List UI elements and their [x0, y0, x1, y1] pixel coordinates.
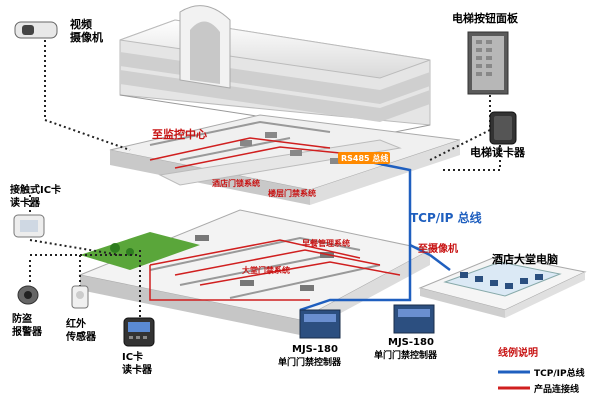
- zone-hotel-door: 酒店门锁系统: [212, 178, 260, 188]
- to-camera-label: 至摄像机: [418, 242, 458, 255]
- alarm-label-2: 报警器: [12, 325, 43, 338]
- video-camera-label-2: 摄像机: [70, 30, 103, 44]
- floor-reader-label-2: 读卡器: [10, 196, 41, 209]
- mjs-controller-right-icon: [393, 304, 435, 334]
- product-lines: [149, 137, 401, 301]
- monitor-center-label: 至监控中心: [152, 127, 207, 141]
- middle-floor: [109, 114, 461, 205]
- desk-1: [240, 140, 252, 146]
- ic-reader-icon: [123, 317, 155, 347]
- building-top: [119, 5, 431, 136]
- mjs-left-label-2: 单门门禁控制器: [278, 356, 342, 368]
- alarm-label-1: 防盗: [12, 312, 32, 325]
- video-camera-icon: [14, 21, 58, 39]
- mjs-right-label-2: 单门门禁控制器: [374, 349, 438, 361]
- elevator-panel-label: 电梯按钮面板: [452, 11, 519, 25]
- mjs-right-label-1: MJS-180: [388, 337, 434, 348]
- mjs-controller-left-icon: [299, 309, 341, 339]
- legend: 线例说明 TCP/IP总线 产品连接线: [498, 346, 585, 395]
- desk-4: [265, 132, 277, 138]
- legend-product-label: 产品连接线: [534, 383, 579, 395]
- contact-ic-reader-icon: [13, 214, 45, 238]
- floor-reader-label-1: 接触式IC卡: [10, 183, 61, 196]
- legend-tcp-label: TCP/IP总线: [534, 367, 585, 379]
- infrared-label-1: 红外: [66, 317, 86, 330]
- ic-reader-label-1: IC卡: [122, 350, 143, 363]
- infrared-label-2: 传感器: [65, 330, 97, 343]
- lobby-pc-label: 酒店大堂电脑: [492, 252, 558, 266]
- zone-canteen: 早餐管理系统: [302, 238, 350, 248]
- elevator-card-reader-icon: [489, 111, 517, 145]
- zone-floor-access: 楼层门禁系统: [268, 188, 316, 198]
- alarm-icon: [17, 285, 39, 305]
- lobby-pc-platform: [418, 254, 587, 318]
- elevator-reader-label: 电梯读卡器: [470, 145, 526, 159]
- rs485-label: RS485 总线: [341, 153, 388, 163]
- desk-3: [330, 158, 342, 164]
- tcp-bus-label: TCP/IP 总线: [410, 210, 482, 225]
- zone-lobby-access: 大堂门禁系统: [242, 265, 290, 275]
- mjs-left-label-1: MJS-180: [292, 344, 338, 355]
- rs485-badge: RS485 总线: [338, 152, 390, 164]
- desk-2: [290, 150, 302, 156]
- ic-reader-label-2: 读卡器: [122, 363, 153, 376]
- video-camera-label-1: 视频: [70, 17, 92, 31]
- elevator-panel-icon: [467, 31, 509, 95]
- legend-title: 线例说明: [498, 346, 538, 359]
- infrared-sensor-icon: [71, 285, 89, 309]
